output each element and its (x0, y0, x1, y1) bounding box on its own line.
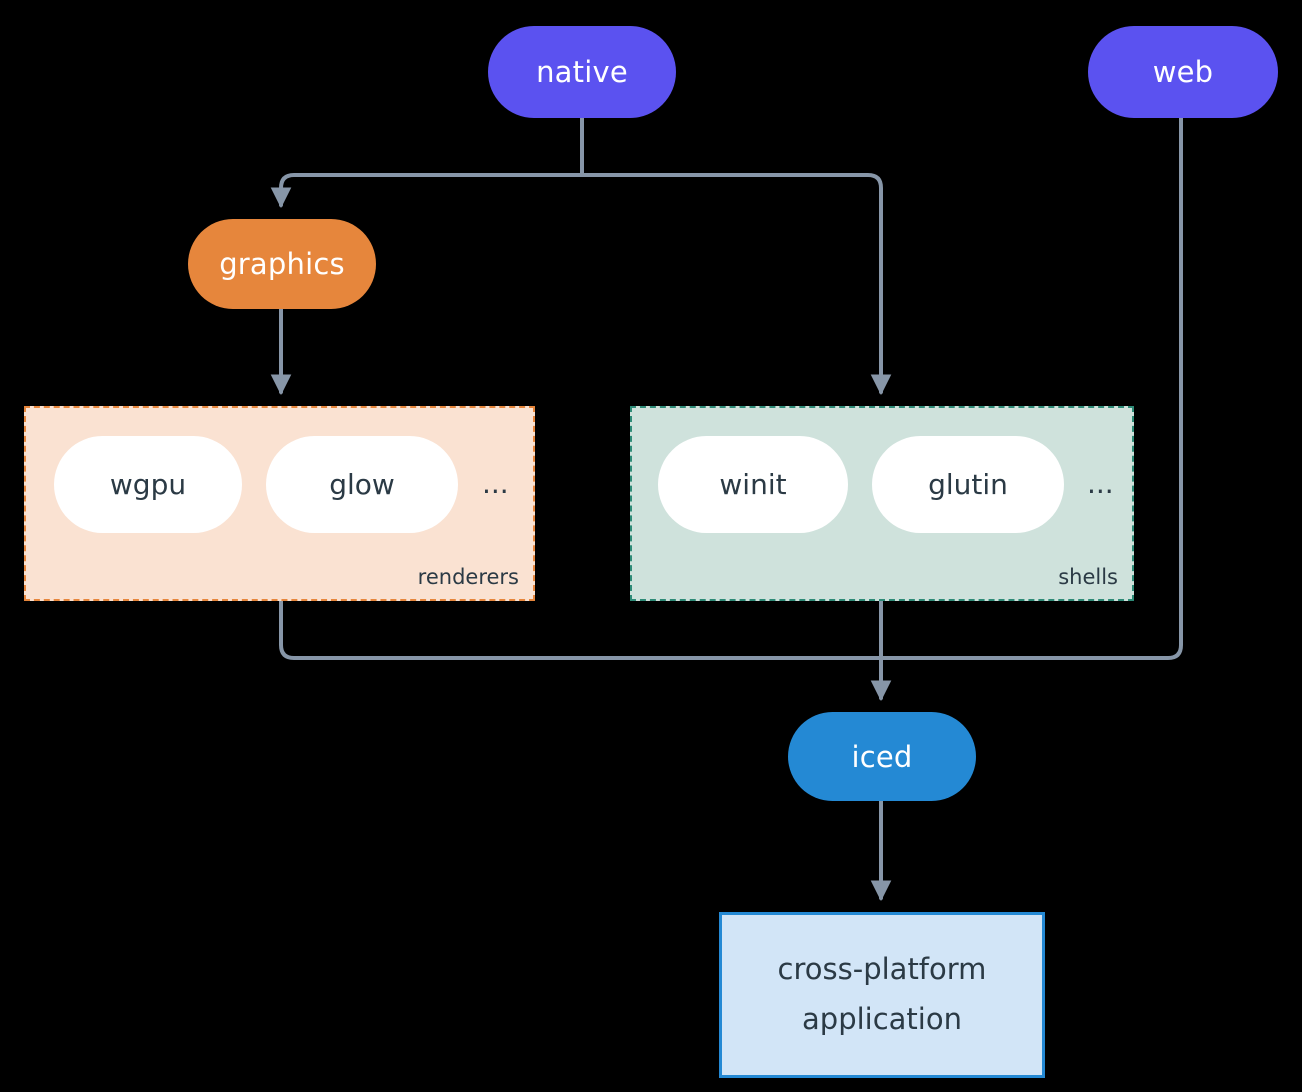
edge-renderers-to-iced (279, 599, 883, 660)
application-label-line2: application (802, 1002, 962, 1036)
chip-glow[interactable]: glow (266, 436, 458, 533)
chip-glow-label: glow (329, 468, 395, 501)
chip-winit[interactable]: winit (658, 436, 848, 533)
node-graphics-label: graphics (219, 247, 345, 281)
chip-wgpu[interactable]: wgpu (54, 436, 242, 533)
chip-glutin[interactable]: glutin (872, 436, 1064, 533)
renderers-more-ellipsis: ... (482, 467, 509, 500)
edge-native-to-shells (580, 173, 892, 396)
chip-winit-label: winit (719, 468, 787, 501)
application-label-line1: cross-platform (777, 952, 987, 987)
chip-wgpu-label: wgpu (109, 468, 187, 501)
shells-more-ellipsis: ... (1087, 467, 1114, 500)
chip-glutin-label: glutin (928, 468, 1008, 501)
group-shells[interactable]: winit glutin ... shells (630, 406, 1134, 601)
group-renderers-label: renderers (417, 565, 519, 589)
group-shells-label: shells (1058, 565, 1118, 589)
node-web-label: web (1152, 55, 1214, 89)
edge-native-to-graphics (270, 173, 584, 209)
node-graphics[interactable]: graphics (188, 219, 376, 309)
node-native-label: native (536, 55, 628, 89)
node-native[interactable]: native (488, 26, 676, 118)
node-web[interactable]: web (1088, 26, 1278, 118)
node-iced-label: iced (851, 739, 913, 774)
node-iced[interactable]: iced (788, 712, 976, 801)
node-cross-platform-application[interactable]: cross-platform application (719, 912, 1045, 1078)
group-renderers[interactable]: wgpu glow ... renderers (24, 406, 535, 601)
